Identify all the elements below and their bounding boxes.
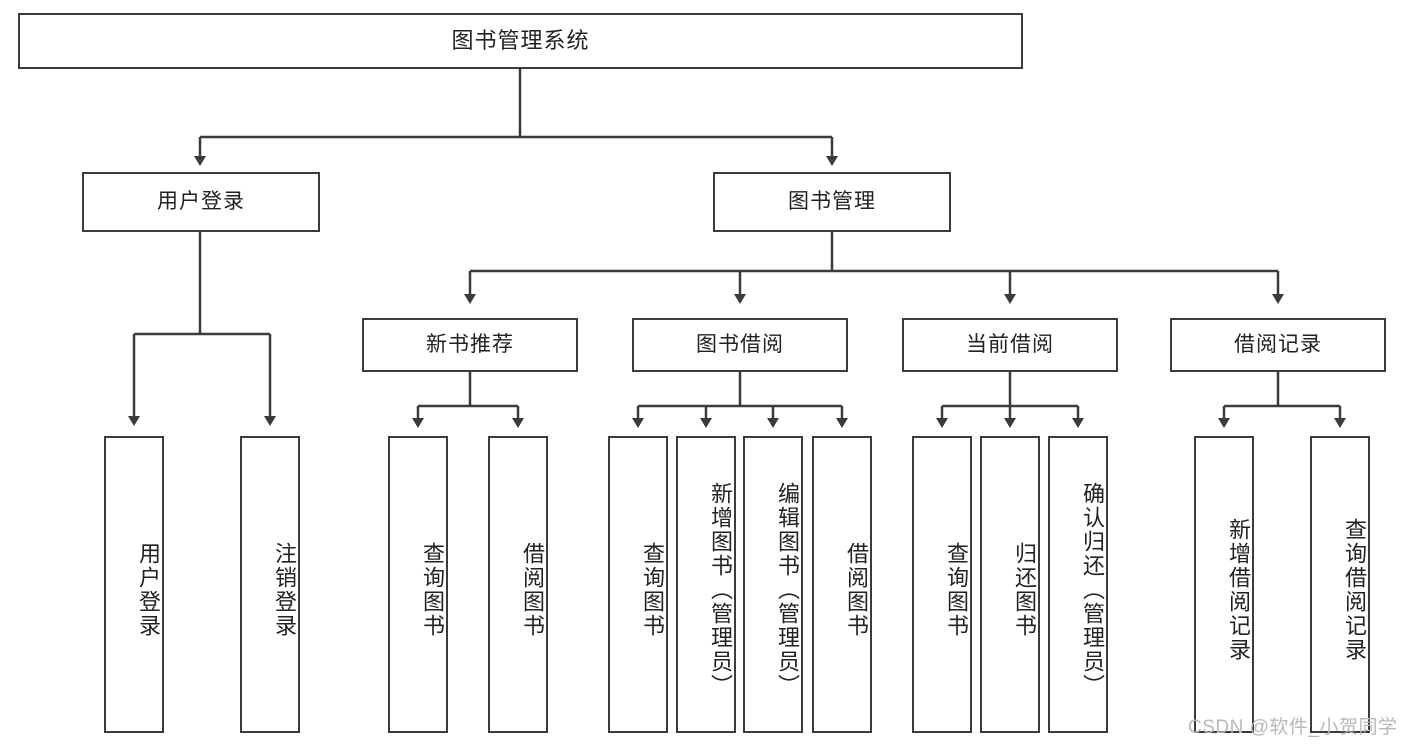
leaf-borrow-book-recommend[interactable]: 借阅图书	[488, 436, 548, 733]
node-new-book-recommend[interactable]: 新书推荐	[362, 318, 578, 372]
node-book-borrow[interactable]: 图书借阅	[632, 318, 848, 372]
leaf-query-book-current[interactable]: 查询图书	[912, 436, 972, 733]
leaf-query-book-current-label: 查询图书	[944, 541, 969, 638]
leaf-borrow-book-label: 借阅图书	[844, 541, 869, 638]
leaf-borrow-book[interactable]: 借阅图书	[812, 436, 872, 733]
leaf-return-book-label: 归还图书	[1012, 541, 1037, 638]
leaf-edit-book-admin[interactable]: 编辑图书（管理员）	[743, 436, 803, 733]
leaf-confirm-return-admin-label: 确认归还（管理员）	[1080, 481, 1105, 698]
leaf-query-book-recommend-label: 查询图书	[420, 541, 445, 638]
watermark: CSDN @软件_小贺同学	[1188, 717, 1398, 738]
node-root[interactable]: 图书管理系统	[18, 13, 1023, 69]
node-book-management[interactable]: 图书管理	[713, 172, 951, 232]
leaf-add-book-admin-label: 新增图书（管理员）	[708, 481, 733, 698]
node-current-borrow-label: 当前借阅	[966, 333, 1054, 357]
leaf-borrow-book-recommend-label: 借阅图书	[520, 541, 545, 638]
node-borrow-record[interactable]: 借阅记录	[1170, 318, 1386, 372]
leaf-add-book-admin[interactable]: 新增图书（管理员）	[676, 436, 736, 733]
node-root-label: 图书管理系统	[451, 27, 590, 53]
leaf-query-book-borrow[interactable]: 查询图书	[608, 436, 668, 733]
leaf-edit-book-admin-label: 编辑图书（管理员）	[775, 481, 800, 698]
leaf-logout[interactable]: 注销登录	[240, 436, 300, 733]
leaf-return-book[interactable]: 归还图书	[980, 436, 1040, 733]
leaf-query-book-borrow-label: 查询图书	[640, 541, 665, 638]
node-user-login-label: 用户登录	[157, 190, 245, 214]
leaf-user-login[interactable]: 用户登录	[104, 436, 164, 733]
leaf-query-borrow-record[interactable]: 查询借阅记录	[1310, 436, 1370, 733]
node-borrow-record-label: 借阅记录	[1234, 333, 1322, 357]
leaf-query-book-recommend[interactable]: 查询图书	[388, 436, 448, 733]
leaf-user-login-label: 用户登录	[136, 541, 161, 638]
leaf-add-borrow-record[interactable]: 新增借阅记录	[1194, 436, 1254, 733]
leaf-query-borrow-record-label: 查询借阅记录	[1342, 517, 1367, 662]
leaf-logout-label: 注销登录	[272, 541, 297, 638]
node-current-borrow[interactable]: 当前借阅	[902, 318, 1118, 372]
node-book-borrow-label: 图书借阅	[696, 333, 784, 357]
leaf-confirm-return-admin[interactable]: 确认归还（管理员）	[1048, 436, 1108, 733]
node-book-management-label: 图书管理	[788, 190, 876, 214]
leaf-add-borrow-record-label: 新增借阅记录	[1226, 517, 1251, 662]
node-new-book-recommend-label: 新书推荐	[426, 333, 514, 357]
node-user-login[interactable]: 用户登录	[82, 172, 320, 232]
